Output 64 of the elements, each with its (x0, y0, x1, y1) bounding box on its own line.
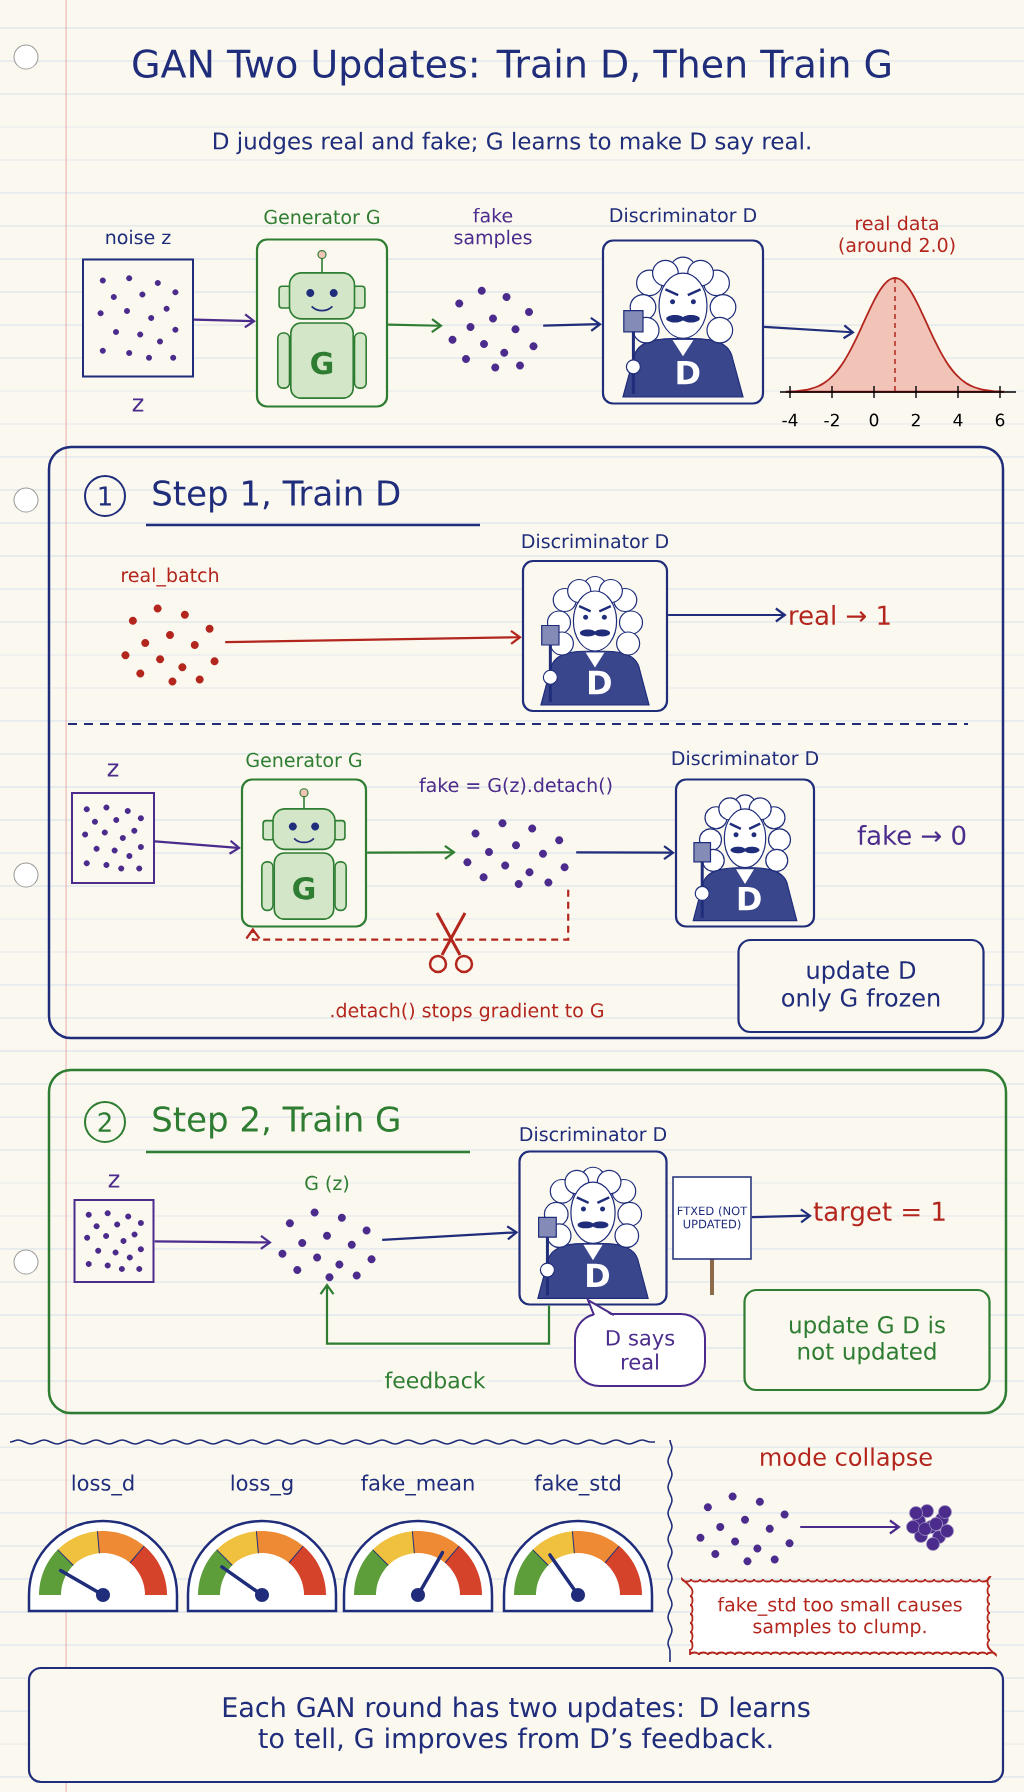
box-heading: fake samples (454, 207, 532, 249)
arrow (800, 1519, 901, 1535)
result-text: fake → 0 (857, 824, 966, 846)
box-heading: Discriminator D (520, 1126, 667, 1142)
box-heading: Discriminator D (522, 533, 669, 549)
arrow (668, 607, 787, 623)
box-heading: G (z) (305, 1175, 349, 1193)
note-box: Each GAN round has two updates: D learns to tell, G improves from D’s feedback. (27, 1666, 1005, 1784)
box-caption: z (132, 398, 144, 412)
tick-label: 2 (911, 413, 920, 427)
judge-drawing: D (540, 575, 650, 706)
arrow (154, 1235, 272, 1250)
result-text: real → 1 (790, 604, 890, 626)
step-number: 1 (84, 475, 126, 517)
annotation-text: .detach() stops gradient to G (331, 1002, 603, 1022)
arrow (382, 1225, 519, 1241)
arrow (543, 317, 602, 332)
arrow (751, 1208, 812, 1224)
tick-label: 6 (995, 413, 1005, 427)
tick-label: 4 (953, 413, 963, 427)
arrow (154, 839, 241, 855)
tick-label: 0 (869, 413, 879, 427)
box-heading: Generator G (246, 752, 362, 768)
arrow (225, 630, 522, 645)
box-heading: noise z (106, 229, 171, 245)
gauge-label: fake_mean (361, 1474, 474, 1496)
box-heading: real_batch (122, 567, 218, 587)
judge-drawing: D (692, 794, 798, 922)
box-heading: Discriminator D (672, 750, 819, 766)
robot-drawing: G (277, 249, 367, 399)
tick-label: -2 (824, 413, 839, 427)
note-box: update G D is not updated (743, 1288, 991, 1392)
gauge-label: loss_g (231, 1474, 293, 1496)
box-heading: real data (around 2.0) (839, 215, 955, 255)
arrow (388, 318, 443, 333)
step-heading: Step 2, Train G (146, 1105, 470, 1154)
note-box: update D only G frozen (737, 938, 985, 1034)
box-heading: z (108, 1174, 120, 1188)
gauge-label: loss_d (72, 1474, 134, 1496)
arrow (193, 313, 256, 329)
box-heading: fake = G(z).detach() (419, 777, 612, 795)
box-heading: z (107, 763, 119, 777)
step-heading: Step 1, Train D (146, 479, 480, 527)
section-heading: mode collapse (761, 1447, 932, 1471)
speech-bubble: D says real (574, 1297, 706, 1387)
judge-drawing: D (537, 1166, 649, 1299)
box-heading: Generator G (264, 209, 380, 225)
subtitle: D judges real and fake; G learns to make D say real. (214, 131, 810, 155)
sign: FTXED (NOT UPDATED) (672, 1176, 752, 1295)
arrow (319, 1283, 551, 1345)
gauge-label: fake_std (534, 1474, 620, 1496)
result-text: target = 1 (813, 1201, 945, 1227)
dot-clump (906, 1504, 954, 1551)
title: GAN Two Updates: Train D, Then Train G (133, 48, 890, 86)
dot-cluster (696, 1492, 794, 1566)
robot-drawing: G (261, 788, 347, 920)
box-heading: Discriminator D (610, 207, 757, 223)
judge-drawing: D (622, 256, 744, 398)
arrow (576, 845, 675, 861)
edge-label: feedback (382, 1369, 488, 1391)
tick-label: -4 (782, 413, 798, 427)
arrow (367, 844, 456, 860)
arrow (245, 889, 570, 941)
step-number: 2 (84, 1101, 126, 1143)
